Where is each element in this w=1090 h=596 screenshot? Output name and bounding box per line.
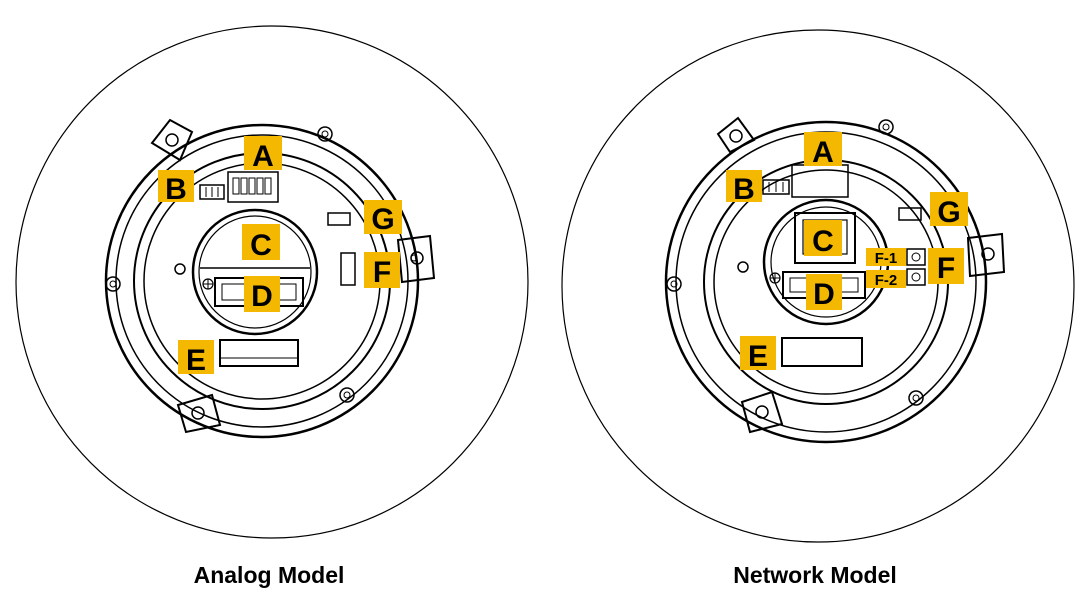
svg-text:C: C: [812, 225, 834, 258]
svg-text:F-1: F-1: [875, 250, 898, 267]
analog-label-c: C: [242, 224, 280, 262]
analog-label-a: A: [244, 136, 282, 173]
network-block-e: [781, 337, 863, 367]
analog-screw-3: [174, 263, 186, 275]
analog-label-b: B: [158, 170, 194, 206]
analog-connector-f: [340, 252, 356, 286]
network-label-d: D: [806, 274, 842, 311]
analog-connector-g: [327, 212, 351, 226]
network-outer-ring: [561, 29, 1075, 543]
network-connector-g: [898, 207, 922, 221]
svg-text:F-2: F-2: [875, 272, 898, 289]
network-screw-1: [878, 119, 894, 135]
network-label-e: E: [740, 336, 776, 373]
network-label-b: B: [726, 170, 762, 206]
network-label-g: G: [930, 192, 968, 229]
network-label-f1: F-1: [866, 248, 906, 267]
analog-switch-b: [199, 184, 225, 200]
analog-ground-symbol: [202, 278, 214, 290]
network-switch-b: [762, 179, 790, 195]
svg-text:C: C: [250, 229, 272, 262]
network-model-caption: Network Model: [733, 562, 897, 588]
network-mount-tab-top: [716, 116, 756, 154]
analog-label-e: E: [178, 340, 214, 377]
analog-lens-ring-inner: [198, 215, 312, 329]
network-screw-2: [666, 276, 682, 292]
svg-text:G: G: [937, 196, 960, 229]
analog-screw-5: [410, 254, 418, 262]
svg-text:A: A: [812, 136, 834, 169]
network-label-f2: F-2: [866, 270, 906, 289]
svg-text:G: G: [371, 203, 394, 236]
svg-text:B: B: [733, 173, 755, 206]
network-screw-3: [737, 261, 749, 273]
analog-label-f: F: [364, 252, 400, 289]
analog-mount-tab-top: [150, 118, 194, 162]
svg-text:E: E: [186, 344, 206, 377]
network-label-a: A: [804, 132, 842, 169]
network-buttons-f: [906, 248, 926, 286]
svg-text:D: D: [813, 278, 835, 311]
network-model-diagram: A B C D E F G F-1: [561, 29, 1075, 543]
network-ground-symbol: [769, 272, 781, 284]
analog-terminal-e: [219, 339, 299, 367]
analog-outer-ring: [15, 25, 529, 539]
network-mount-tab-right: [966, 232, 1006, 278]
network-screw-4: [908, 390, 924, 406]
svg-text:E: E: [748, 340, 768, 373]
analog-screw-4: [339, 387, 355, 403]
svg-text:D: D: [251, 280, 273, 313]
analog-model-caption: Analog Model: [193, 562, 345, 588]
network-mount-ring: [664, 120, 988, 444]
network-mount-tab-bottom: [740, 390, 784, 434]
analog-screw-1: [317, 126, 333, 142]
network-label-c: C: [804, 220, 842, 258]
network-label-f: F: [928, 248, 964, 285]
analog-dip-switch-a: [227, 171, 279, 203]
analog-screw-2: [105, 276, 121, 292]
analog-mount-tab-bottom: [176, 393, 222, 434]
analog-model-diagram: A B C D E F G: [15, 25, 529, 539]
analog-label-d: D: [244, 276, 280, 313]
svg-text:F: F: [373, 256, 391, 289]
svg-text:A: A: [252, 140, 274, 173]
svg-text:F: F: [937, 252, 955, 285]
analog-label-g: G: [364, 200, 402, 236]
analog-lens-ring: [191, 208, 319, 336]
svg-text:B: B: [165, 173, 187, 206]
